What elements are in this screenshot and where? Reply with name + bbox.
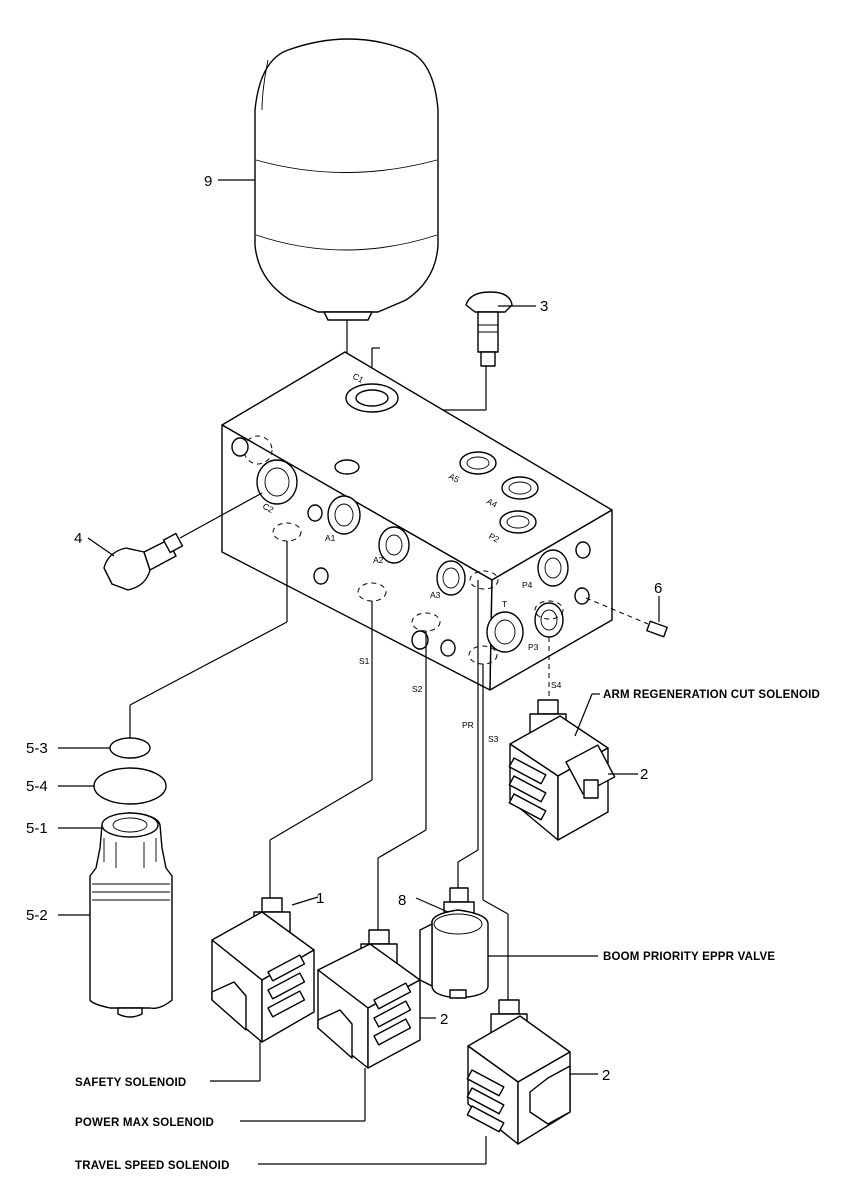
- arm-regeneration-cut-solenoid-part: [508, 637, 638, 841]
- port-label-s3: S3: [488, 734, 499, 744]
- callout-5-3: 5-3: [26, 740, 48, 757]
- callout-2-travel: 2: [602, 1067, 610, 1084]
- port-label-c1: C1: [351, 371, 366, 385]
- callout-9: 9: [204, 173, 212, 190]
- port-label-a4: A4: [485, 496, 499, 510]
- safety-solenoid-part: [211, 601, 373, 1043]
- caption-arm-regeneration-cut-solenoid: ARM REGENERATION CUT SOLENOID: [603, 689, 820, 701]
- caption-safety-solenoid: SAFETY SOLENOID: [75, 1077, 186, 1089]
- port-label-a1: A1: [325, 533, 336, 543]
- valve-block: [221, 351, 613, 691]
- travel-speed-solenoid-part: [466, 664, 598, 1145]
- port-label-pr: PR: [462, 720, 474, 730]
- callout-5-2: 5-2: [26, 907, 48, 924]
- callout-4: 4: [74, 530, 82, 547]
- plug-part-6: [585, 596, 668, 638]
- filter-assembly: [58, 541, 288, 1018]
- port-label-a3: A3: [430, 590, 441, 600]
- caption-leaders: [210, 955, 598, 1165]
- port-label-p4: P4: [522, 580, 533, 590]
- port-label-s4: S4: [551, 680, 562, 690]
- port-label-s2: S2: [412, 684, 423, 694]
- callout-5-4: 5-4: [26, 778, 48, 795]
- caption-power-max-solenoid: POWER MAX SOLENOID: [75, 1117, 214, 1129]
- port-label-c2: C2: [261, 501, 276, 515]
- caption-travel-speed-solenoid: TRAVEL SPEED SOLENOID: [75, 1160, 230, 1172]
- port-label-p2: P2: [487, 531, 501, 545]
- callout-2-power: 2: [440, 1011, 448, 1028]
- port-label-s1: S1: [359, 656, 370, 666]
- power-max-solenoid-part: [317, 631, 436, 1069]
- caption-boom-priority-eppr-valve: BOOM PRIORITY EPPR VALVE: [603, 951, 775, 963]
- port-label-p3: P3: [528, 642, 539, 652]
- callout-5-1: 5-1: [26, 820, 48, 837]
- callout-8: 8: [398, 892, 406, 909]
- port-label-t: T: [502, 599, 507, 609]
- port-labels: C1 C2 A1 A2 A3 A4 A5 P2 P3 P4 T S1 S2 S3…: [261, 371, 562, 744]
- o-ring-5-4: [93, 767, 167, 805]
- port-label-a5: A5: [447, 471, 461, 485]
- o-ring-5-3: [109, 737, 151, 759]
- boom-priority-eppr-valve-part: [415, 580, 489, 999]
- callout-2-arm: 2: [640, 766, 648, 783]
- callout-6: 6: [654, 580, 662, 597]
- port-label-a2: A2: [373, 555, 384, 565]
- accumulator-part: [254, 38, 439, 455]
- callout-3: 3: [540, 298, 548, 315]
- plug-part-4: [87, 492, 263, 591]
- callout-1: 1: [316, 890, 324, 907]
